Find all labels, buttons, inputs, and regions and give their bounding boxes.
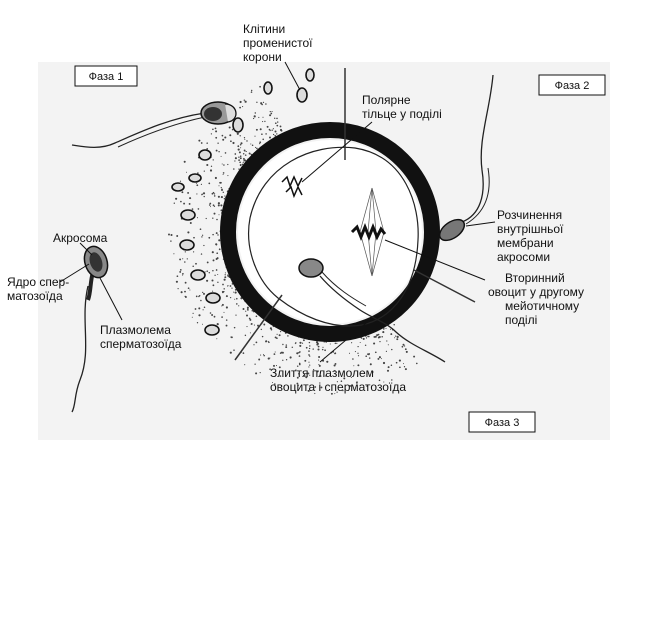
corona-label-line3: корони (243, 50, 282, 64)
corona-cell (204, 324, 220, 336)
oocyte-label-line3: мейотичному (505, 299, 579, 313)
fusion-label-line1: Злиття плазмолем (270, 366, 374, 380)
sperm-tail (465, 167, 490, 225)
phase3-box: Фаза 3 (468, 411, 536, 433)
sperm-tail (461, 74, 494, 223)
corona-cell (205, 292, 221, 304)
leader-acrosome (79, 242, 93, 256)
label-fusion: Злиття плазмолем овоцита і сперматозоїда (270, 366, 406, 394)
dissolution-label-line2: внутрішньої (497, 222, 564, 236)
sperm-head (438, 218, 466, 242)
sperm-tail (117, 116, 206, 148)
zona-lines (234, 68, 476, 361)
phase1-box: Фаза 1 (74, 65, 138, 87)
label-oocyte: Вторинний овоцит у другому мейотичному п… (488, 271, 584, 327)
corona-cell (305, 68, 315, 82)
sperm-head (298, 258, 324, 278)
sperm-phase1 (71, 101, 237, 149)
sperm-nucleus (89, 252, 103, 272)
oocyte-label-line1: Вторинний (505, 271, 565, 285)
leader-corona (284, 61, 301, 91)
sperm-phase2 (438, 74, 494, 242)
corona-cell (188, 173, 202, 183)
corona-cell (179, 239, 195, 251)
plasmalemma-label-line2: сперматозоїда (100, 337, 182, 351)
label-nucleus: Ядро спер- матозоїда (7, 275, 69, 303)
label-corona: Клітини променистої корони (243, 22, 313, 64)
corona-cell (180, 209, 196, 221)
oocyte-plasma-membrane (248, 146, 419, 327)
corona-cell (296, 87, 308, 103)
phase1-label: Фаза 1 (89, 71, 124, 83)
leader-lines (59, 61, 496, 363)
corona-label-line1: Клітини (243, 22, 285, 36)
fusion-label-line2: овоцита і сперматозоїда (270, 380, 406, 394)
leader-polar-body (301, 121, 373, 183)
dissolution-label-line3: мембрани (497, 236, 554, 250)
leader-plasmalemma (99, 277, 123, 321)
corona-radiata-stipple (168, 85, 418, 395)
sperm-phase3 (298, 258, 446, 363)
leader-dissolution (465, 221, 496, 227)
leader-oocyte (384, 239, 486, 281)
acrosome-label: Акросома (53, 231, 108, 245)
polar-label-line1: Полярне (362, 93, 411, 107)
corona-cell (263, 81, 273, 95)
polar-body-spindle (281, 175, 303, 199)
label-plasmalemma: Плазмолема сперматозоїда (100, 323, 182, 351)
sperm-tail (71, 112, 206, 149)
leader-nucleus (59, 263, 90, 283)
sperm-nucleus (204, 107, 222, 121)
corona-cell (232, 117, 244, 133)
label-dissolution: Розчинення внутрішньої мембрани акросоми (497, 208, 564, 264)
corona-cell (171, 182, 185, 192)
corona-cell (198, 149, 212, 161)
oocyte-label-line4: поділі (505, 313, 537, 327)
leader-fusion (319, 317, 373, 363)
phase2-label: Фаза 2 (555, 80, 590, 92)
dissolution-label-line1: Розчинення (497, 208, 562, 222)
corona-label-line2: променистої (243, 36, 313, 50)
phase3-label: Фаза 3 (485, 417, 520, 429)
label-polar-body: Полярне тільце у поділі (362, 93, 442, 121)
phase2-box: Фаза 2 (538, 74, 606, 96)
sperm-tail (71, 285, 89, 413)
nucleus-label-line2: матозоїда (7, 289, 63, 303)
sperm-tail (319, 275, 446, 363)
nucleus-label-line1: Ядро спер- (7, 275, 69, 289)
oocyte-label-line2: овоцит у другому (488, 285, 584, 299)
metaphase-chromosomes (350, 222, 387, 242)
sperm-acrosome (224, 103, 237, 123)
corona-cells (171, 68, 315, 336)
sperm-tail (321, 271, 367, 307)
sperm-lone (71, 245, 109, 413)
corona-cell (190, 269, 206, 281)
dissolution-label-line4: акросоми (497, 250, 550, 264)
zona-pellucida (220, 122, 440, 342)
polar-label-line2: тільце у поділі (362, 107, 442, 121)
plasmalemma-label-line1: Плазмолема (100, 323, 171, 337)
